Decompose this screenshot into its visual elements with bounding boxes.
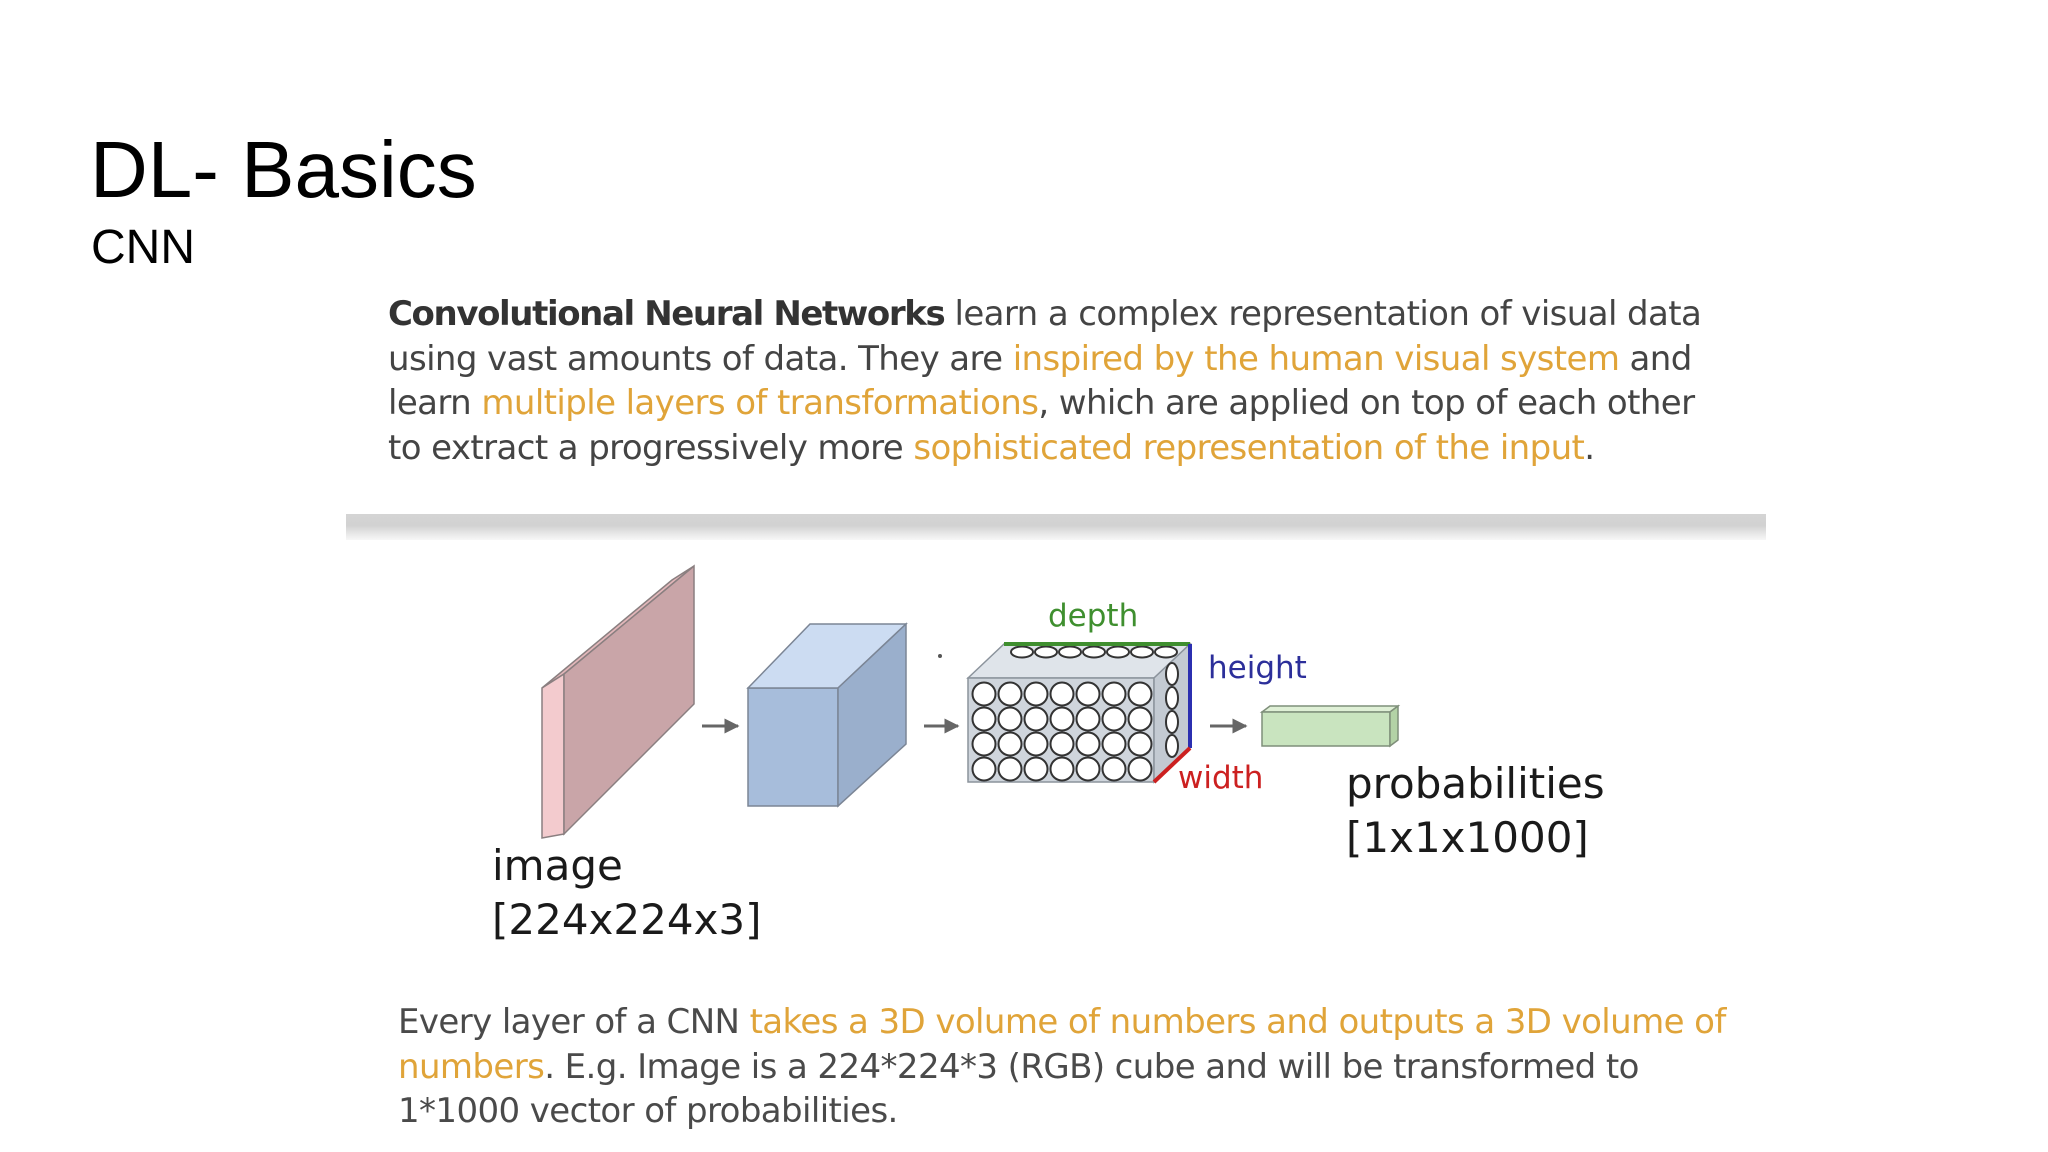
outro-line: 1*1000 vector of probabilities. — [398, 1089, 1726, 1134]
neuron-node — [997, 706, 1023, 732]
neuron-node — [1101, 706, 1127, 732]
neuron-volume — [966, 642, 1192, 784]
neuron-node — [1049, 756, 1075, 782]
intro-line: using vast amounts of data. They are ins… — [388, 337, 1701, 382]
neuron-node — [971, 681, 997, 707]
probability-vector — [1259, 704, 1401, 748]
height-label: height — [1208, 650, 1307, 686]
neuron-node — [1049, 706, 1075, 732]
body-text: learn a complex representation of visual… — [944, 294, 1702, 334]
dot-marker — [938, 654, 942, 658]
neuron-node — [1075, 681, 1101, 707]
highlighted-text: numbers — [398, 1046, 545, 1087]
neuron-node — [1075, 706, 1101, 732]
section-divider — [346, 514, 1766, 540]
neuron-node — [971, 756, 997, 782]
neuron-node — [1023, 731, 1049, 757]
intro-line: Convolutional Neural Networks learn a co… — [388, 292, 1702, 337]
body-text: learn — [388, 383, 482, 423]
neuron-node — [971, 731, 997, 757]
neuron-node — [1023, 756, 1049, 782]
slide-title: DL- Basics — [90, 125, 477, 214]
neuron-node-top — [1010, 645, 1034, 659]
conv-volume-block — [746, 622, 908, 808]
prob-vector-front — [1261, 711, 1391, 747]
body-text: and — [1619, 338, 1693, 379]
neuron-node — [997, 681, 1023, 707]
neuron-node-top — [1154, 645, 1178, 659]
prob-vector-side — [1389, 704, 1399, 748]
body-text: , which are applied on top of each other — [1038, 383, 1695, 423]
body-text: Every layer of a CNN — [398, 1002, 750, 1042]
highlighted-text: inspired by the human visual system — [1012, 338, 1620, 379]
probabilities-label: probabilities — [1346, 759, 1605, 808]
outro-line: numbers. E.g. Image is a 224*224*3 (RGB)… — [398, 1045, 1726, 1090]
highlighted-text: takes a 3D volume of numbers and outputs… — [749, 1002, 1727, 1042]
neuron-node-top — [1106, 645, 1130, 659]
neuron-node-side — [1165, 734, 1179, 758]
probabilities-shape-label: [1x1x1000] — [1346, 813, 1589, 862]
image-label: image — [492, 841, 623, 890]
neuron-node — [1023, 706, 1049, 732]
neuron-node-top — [1130, 645, 1154, 659]
highlighted-text: multiple layers of transformations — [481, 383, 1039, 423]
neuron-node — [1101, 681, 1127, 707]
neuron-node — [1127, 756, 1153, 782]
input-image-slab — [541, 564, 695, 839]
neuron-node — [1127, 731, 1153, 757]
neuron-node — [1075, 731, 1101, 757]
neuron-node-side — [1165, 686, 1179, 710]
image-shape-label: [224x224x3] — [492, 895, 762, 944]
body-text: using vast amounts of data. They are — [388, 338, 1013, 379]
highlighted-text: sophisticated representation of the inpu… — [913, 427, 1585, 468]
cnn-diagram: depth height width image [224x224x3] pro… — [492, 564, 1605, 944]
conv-block-side — [837, 622, 907, 808]
outro-paragraph: Every layer of a CNN takes a 3D volume o… — [398, 1000, 1726, 1134]
intro-paragraph: Convolutional Neural Networks learn a co… — [388, 292, 1702, 471]
neuron-node — [997, 731, 1023, 757]
neuron-node-side — [1165, 662, 1179, 686]
neuron-node — [1101, 731, 1127, 757]
width-edge — [1152, 746, 1192, 784]
neuron-node-top — [1034, 645, 1058, 659]
neuron-node — [1023, 681, 1049, 707]
prob-vector-top — [1259, 705, 1401, 713]
neuron-node-top — [1082, 645, 1106, 659]
neuron-node — [1127, 706, 1153, 732]
neuron-node — [1049, 731, 1075, 757]
body-text: . E.g. Image is a 224*224*3 (RGB) cube a… — [544, 1046, 1639, 1087]
neuron-node — [997, 756, 1023, 782]
body-text: to extract a progressively more — [388, 427, 914, 468]
neuron-node — [1127, 681, 1153, 707]
neuron-node — [1075, 756, 1101, 782]
intro-line: learn multiple layers of transformations… — [388, 381, 1701, 426]
width-label: width — [1178, 760, 1263, 796]
neuron-node-top — [1058, 645, 1082, 659]
neuron-node — [971, 706, 997, 732]
conv-block-front — [747, 687, 839, 807]
neuron-node — [1101, 756, 1127, 782]
neuron-grid — [971, 645, 1179, 782]
image-slab-side — [563, 564, 695, 836]
body-text: . — [1584, 427, 1595, 468]
intro-line: to extract a progressively more sophisti… — [388, 426, 1701, 471]
slide-subtitle: CNN — [91, 221, 195, 274]
image-slab-front — [541, 672, 565, 839]
outro-line: Every layer of a CNN takes a 3D volume o… — [398, 1000, 1726, 1045]
body-text: 1*1000 vector of probabilities. — [398, 1091, 898, 1131]
neuron-node — [1049, 681, 1075, 707]
depth-label: depth — [1048, 598, 1138, 634]
neuron-node-side — [1165, 710, 1179, 734]
bold-term: Convolutional Neural Networks — [388, 294, 946, 334]
